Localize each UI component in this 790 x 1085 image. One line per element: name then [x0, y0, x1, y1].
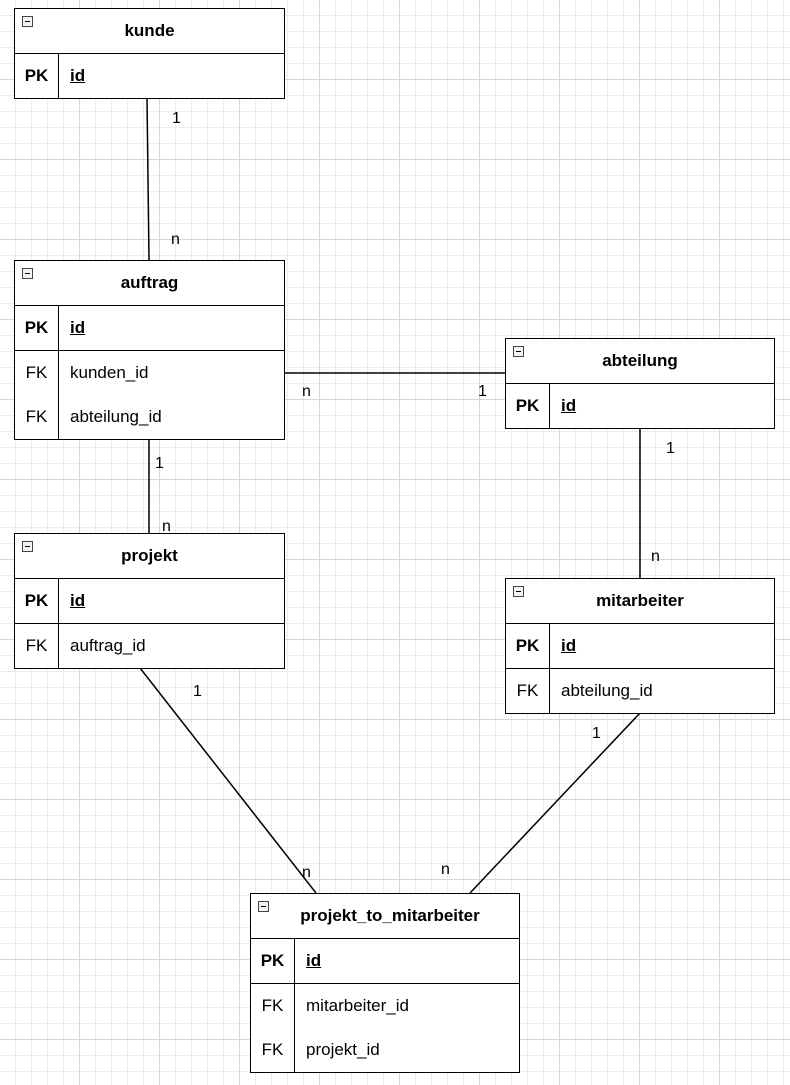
fk-label: FK — [15, 351, 59, 395]
pk-row[interactable]: PK id — [506, 384, 774, 428]
pk-field: id — [306, 951, 322, 970]
fk-field: abteilung_id — [561, 681, 653, 700]
table-title: auftrag — [120, 273, 179, 292]
table-header[interactable]: mitarbeiter — [506, 579, 774, 624]
cardinality-label: n — [302, 383, 311, 400]
pk-row[interactable]: PK id — [15, 306, 284, 351]
collapse-icon[interactable] — [258, 901, 269, 912]
pk-field: id — [70, 591, 86, 610]
table-title: abteilung — [602, 351, 678, 370]
collapse-icon[interactable] — [22, 268, 33, 279]
table-auftrag[interactable]: auftrag PK id FK kunden_id FK abteilung_… — [14, 260, 285, 440]
edge-mitarbeiter-ptm[interactable] — [469, 712, 641, 894]
fk-field: abteilung_id — [70, 407, 162, 426]
pk-field: id — [70, 66, 86, 85]
table-header[interactable]: projekt_to_mitarbeiter — [251, 894, 519, 939]
table-title: projekt — [121, 546, 178, 565]
table-mitarbeiter[interactable]: mitarbeiter PK id FK abteilung_id — [505, 578, 775, 714]
table-abteilung[interactable]: abteilung PK id — [505, 338, 775, 429]
collapse-icon[interactable] — [513, 346, 524, 357]
pk-field: id — [561, 636, 577, 655]
cardinality-label: 1 — [478, 383, 487, 400]
fk-row[interactable]: FK projekt_id — [251, 1028, 519, 1072]
fk-row[interactable]: FK abteilung_id — [15, 395, 284, 439]
pk-field: id — [561, 396, 577, 415]
edge-kunde-auftrag[interactable] — [146, 97, 150, 261]
cardinality-label: 1 — [155, 455, 164, 472]
collapse-icon[interactable] — [513, 586, 524, 597]
cardinality-label: n — [171, 231, 180, 248]
fk-row[interactable]: FK abteilung_id — [506, 669, 774, 713]
cardinality-label: 1 — [666, 440, 675, 457]
collapse-icon[interactable] — [22, 541, 33, 552]
fk-label: FK — [251, 984, 295, 1028]
fk-label: FK — [251, 1028, 295, 1072]
fk-field: kunden_id — [70, 363, 149, 382]
fk-field: mitarbeiter_id — [306, 996, 409, 1015]
cardinality-label: 1 — [592, 725, 601, 742]
fk-label: FK — [15, 395, 59, 439]
cardinality-label: n — [441, 861, 450, 878]
table-header[interactable]: abteilung — [506, 339, 774, 384]
pk-row[interactable]: PK id — [15, 579, 284, 624]
table-kunde[interactable]: kunde PK id — [14, 8, 285, 99]
cardinality-label: n — [302, 864, 311, 881]
cardinality-label: n — [162, 518, 171, 535]
pk-label: PK — [506, 384, 550, 428]
fk-field: auftrag_id — [70, 636, 146, 655]
cardinality-label: 1 — [172, 110, 181, 127]
table-projekt[interactable]: projekt PK id FK auftrag_id — [14, 533, 285, 669]
fk-row[interactable]: FK mitarbeiter_id — [251, 984, 519, 1028]
pk-row[interactable]: PK id — [15, 54, 284, 98]
pk-label: PK — [15, 54, 59, 98]
fk-field: projekt_id — [306, 1040, 380, 1059]
fk-row[interactable]: FK kunden_id — [15, 351, 284, 395]
pk-row[interactable]: PK id — [251, 939, 519, 984]
pk-label: PK — [15, 306, 59, 350]
pk-row[interactable]: PK id — [506, 624, 774, 669]
table-header[interactable]: projekt — [15, 534, 284, 579]
collapse-icon[interactable] — [22, 16, 33, 27]
pk-field: id — [70, 318, 86, 337]
table-title: projekt_to_mitarbeiter — [300, 906, 480, 925]
pk-label: PK — [15, 579, 59, 623]
table-header[interactable]: auftrag — [15, 261, 284, 306]
fk-row[interactable]: FK auftrag_id — [15, 624, 284, 668]
cardinality-label: 1 — [193, 683, 202, 700]
pk-label: PK — [506, 624, 550, 668]
pk-label: PK — [251, 939, 295, 983]
edge-projekt-ptm[interactable] — [139, 667, 317, 894]
table-projekt-to-mitarbeiter[interactable]: projekt_to_mitarbeiter PK id FK mitarbei… — [250, 893, 520, 1073]
fk-label: FK — [506, 669, 550, 713]
fk-label: FK — [15, 624, 59, 668]
table-header[interactable]: kunde — [15, 9, 284, 54]
table-title: mitarbeiter — [596, 591, 684, 610]
cardinality-label: n — [651, 548, 660, 565]
table-title: kunde — [124, 21, 175, 40]
